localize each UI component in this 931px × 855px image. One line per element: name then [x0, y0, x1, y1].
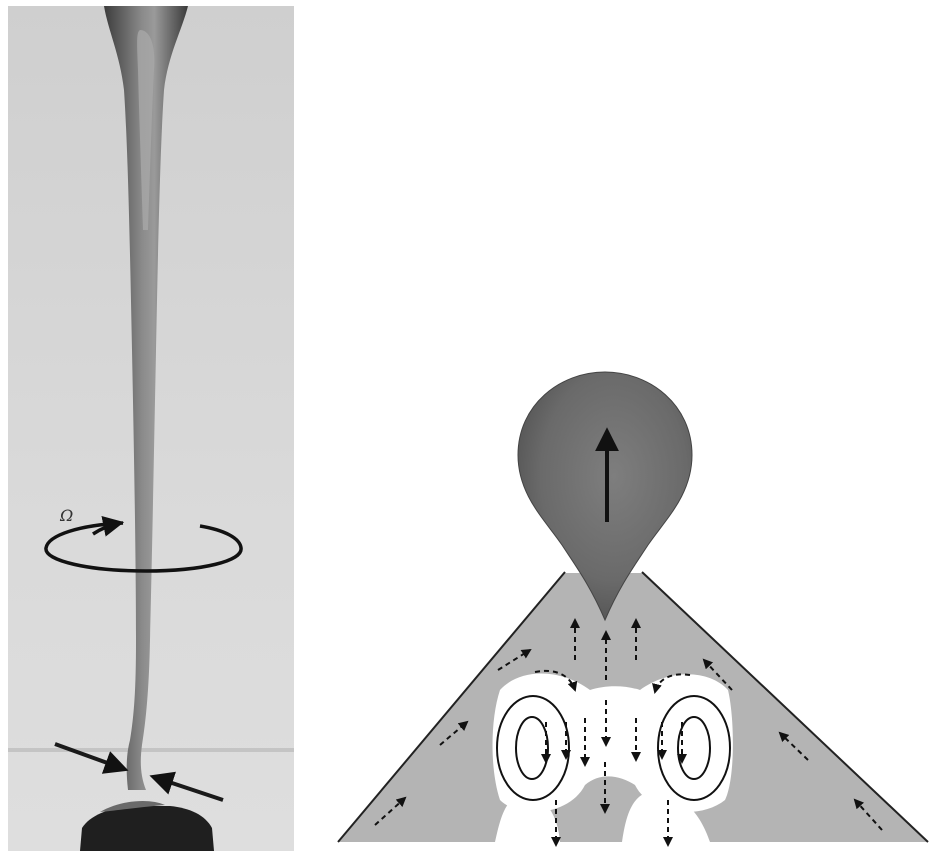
base-surface-line: [8, 748, 294, 752]
rotation-label: Ω: [59, 506, 73, 525]
flow-schematic-panel: [338, 372, 928, 845]
jet-photo-panel: Ω: [8, 6, 294, 851]
